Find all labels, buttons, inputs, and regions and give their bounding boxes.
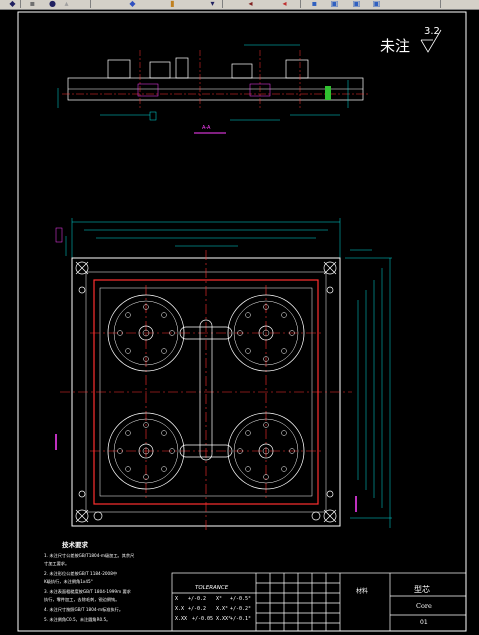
dimension-lines xyxy=(65,218,392,528)
tol-key: X.XX° xyxy=(216,616,232,622)
tech-note-line: 5. 未注倒角C0.5，未注圆角R0.5。 xyxy=(44,617,111,622)
roughness-value: 3.2 xyxy=(424,26,440,37)
zoom-icon[interactable]: ▪ xyxy=(311,0,318,8)
tech-note-line: 寸加工要求。 xyxy=(44,561,70,566)
tol-key: X.X xyxy=(175,606,185,612)
cad-toolbar: ◆ ▪ ● ▴ ◆ ▮ ▾ ◂ ◂ ▪ ▣ ▣ ▣ xyxy=(0,0,479,10)
toolbar-separator xyxy=(440,0,441,8)
cavity-1 xyxy=(107,294,185,372)
tol-key: X.XX xyxy=(175,616,188,622)
roughness-note: 未注 xyxy=(380,37,411,55)
roughness-symbol xyxy=(420,29,442,53)
tech-title: 技术要求 xyxy=(62,541,88,549)
tol-val: +/-0.2 xyxy=(188,596,207,602)
tol-key: X.X° xyxy=(216,606,229,612)
material-label: 材料 xyxy=(356,588,369,595)
paste-icon[interactable]: ▮ xyxy=(170,0,175,8)
tol-key: X xyxy=(175,596,179,602)
tol-val: +/-0.2 xyxy=(188,606,207,612)
cad-drawing xyxy=(17,11,467,632)
corner-holes xyxy=(75,261,337,523)
tech-note-line: 4. 未注尺寸按照GB/T 1804-m标准执行。 xyxy=(44,607,124,612)
print-icon[interactable]: ● xyxy=(49,0,56,8)
toolbar-separator xyxy=(222,0,223,8)
save-icon[interactable]: ▪ xyxy=(29,0,36,8)
pan-icon[interactable]: ◆ xyxy=(9,0,16,8)
undo-icon[interactable]: ▾ xyxy=(210,0,215,8)
toolbar-separator xyxy=(300,0,301,8)
part-name-en: Core xyxy=(416,602,432,610)
copy-icon[interactable]: ◆ xyxy=(129,0,136,8)
title-block xyxy=(171,572,467,632)
tech-note-line: 1. 未注尺寸公差按GB/T1804-m级加工。其余尺 xyxy=(44,553,135,558)
toolbar-separator xyxy=(20,0,21,8)
center-lines xyxy=(60,250,352,532)
part-name: 型芯 xyxy=(414,585,430,594)
cavity-3 xyxy=(107,412,185,490)
layer-icon[interactable]: ▣ xyxy=(330,0,339,8)
tech-note-line: 3. 未注表面粗糙度按GB/T 1804-1999m 要求 xyxy=(44,589,131,594)
tech-note-line: 2. 未注形位公差按GB/T 1184-2008中 xyxy=(44,571,118,576)
pin-holes xyxy=(117,304,295,480)
cut-icon[interactable]: ▴ xyxy=(64,0,69,8)
cavity-4 xyxy=(227,412,305,490)
runner-channels xyxy=(179,319,233,461)
drawing-canvas[interactable]: 未注 3.2 A-A 技术要求 1. 未注尺寸公差按GB/T1804-m级加工。… xyxy=(0,10,479,635)
tol-val: +/-0.5° xyxy=(230,596,252,602)
match-icon[interactable]: ◂ xyxy=(282,0,287,8)
toolbar-separator xyxy=(90,0,91,8)
tol-val: +/-0.05 xyxy=(192,616,214,622)
section-caption: A-A xyxy=(202,125,211,131)
section-markers xyxy=(55,227,357,512)
tol-val: +/-0.2° xyxy=(230,606,252,612)
redo-icon[interactable]: ◂ xyxy=(248,0,253,8)
section-view xyxy=(57,44,370,134)
cavity-2 xyxy=(227,294,305,372)
tol-key: X° xyxy=(216,596,223,602)
help-icon[interactable]: ▣ xyxy=(372,0,381,8)
tech-note-line: 执行，零件加工，去除毛刺，锐边倒钝。 xyxy=(44,597,120,602)
tech-note-line: K级执行，未注倒角1x45° xyxy=(44,579,93,584)
tol-val: +/-0.1° xyxy=(230,616,252,622)
plan-view xyxy=(55,218,392,532)
tolerance-title: TOLERANCE xyxy=(195,585,229,591)
sheet-number: 01 xyxy=(420,619,428,626)
properties-icon[interactable]: ▣ xyxy=(352,0,361,8)
